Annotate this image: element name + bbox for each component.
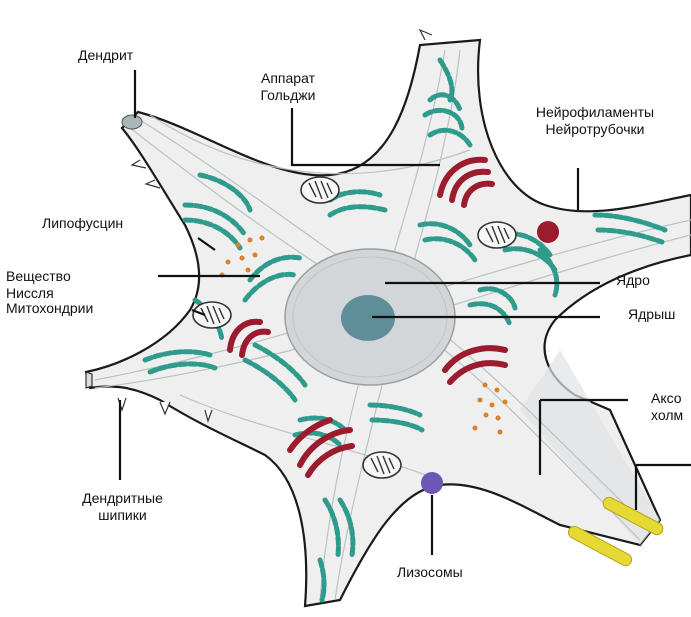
lysosome [537, 221, 559, 243]
label-dendrite: Дендрит [78, 47, 134, 63]
label-golgi-line1: Аппарат [261, 70, 315, 86]
leader-lines [118, 70, 691, 555]
label-mitochondria: Митохондрии [6, 300, 94, 316]
label-nissl-line2: Ниссля [6, 285, 54, 301]
dendrite-tip [85, 371, 93, 389]
dendritic-spines [117, 28, 433, 423]
label-golgi-line2: Гольджи [260, 87, 316, 103]
label-neurofilaments: Нейрофиламенты [535, 104, 655, 120]
label-nucleus: Ядро [616, 272, 650, 288]
golgi-apparatus [227, 156, 508, 478]
label-neurofilaments-neurotubules: Нейрофиламенты Нейротрубочки [502, 104, 688, 138]
myelin-sheath [567, 496, 664, 567]
label-golgi: Аппарат Гольджи [248, 70, 328, 104]
label-lysosomes: Лизосомы [397, 564, 463, 580]
label-dendritic-spines-line1: Дендритные [82, 490, 163, 506]
lysosome [421, 472, 443, 494]
label-lipofuscin: Липофусцин [42, 215, 124, 231]
label-axon-hillock: Аксо холм [651, 390, 683, 424]
lipofuscin-granules [219, 235, 508, 435]
axon-hillock-cone [520, 350, 660, 545]
label-axon-hillock-line2: холм [651, 407, 684, 423]
label-dendritic-spines: Дендритные шипики [70, 490, 175, 524]
label-neurotubules: Нейротрубочки [545, 121, 645, 137]
label-axon-hillock-line1: Аксо [651, 390, 682, 406]
dendrite-tip [121, 114, 143, 130]
label-dendritic-spines-line2: шипики [98, 507, 147, 523]
label-nissl-substance: Вещество Ниссля [6, 268, 71, 302]
label-nissl-line1: Вещество [6, 268, 71, 284]
label-nucleolus: Ядрыш [628, 306, 676, 322]
nucleolus [341, 295, 395, 341]
